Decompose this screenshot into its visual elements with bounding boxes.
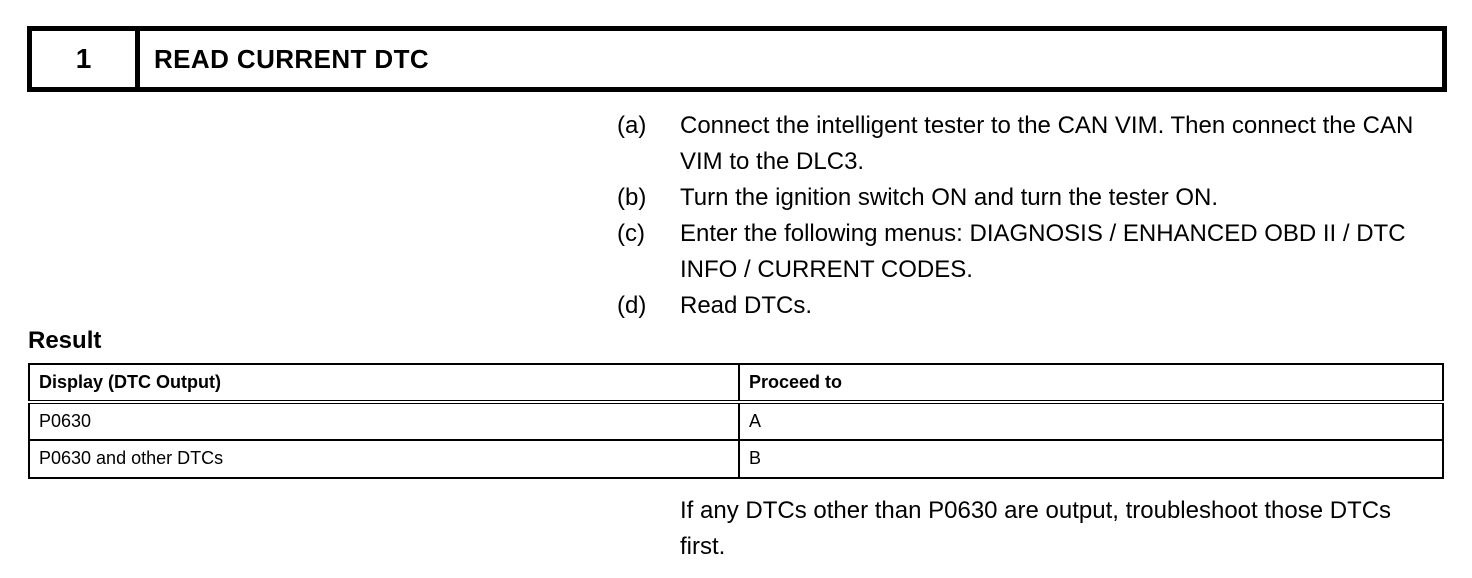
- table-row: P0630 and other DTCs B: [28, 439, 1444, 479]
- instruction-label-a: (a): [617, 112, 647, 139]
- cell-proceed-0: A: [738, 401, 1444, 441]
- result-table-container: Display (DTC Output) Proceed to P0630 A …: [28, 363, 1444, 479]
- cell-proceed-1: B: [738, 439, 1444, 479]
- instruction-label-c: (c): [617, 220, 645, 247]
- instruction-label-b: (b): [617, 184, 647, 211]
- instruction-text-b: Turn the ignition switch ON and turn the…: [680, 184, 1219, 211]
- instruction-text-d: Read DTCs.: [680, 292, 813, 319]
- instruction-text-c: Enter the following menus: DIAGNOSIS / E…: [680, 220, 1406, 283]
- result-heading: Result: [28, 327, 102, 354]
- instruction-item-d: (d) Read DTCs.: [617, 288, 1437, 324]
- table-row: P0630 A: [28, 401, 1444, 441]
- instruction-item-b: (b) Turn the ignition switch ON and turn…: [617, 180, 1437, 216]
- table-header-row: Display (DTC Output) Proceed to: [28, 363, 1444, 404]
- step-title: READ CURRENT DTC: [154, 43, 430, 74]
- cell-display-1: P0630 and other DTCs: [28, 439, 740, 479]
- result-table: Display (DTC Output) Proceed to P0630 A …: [28, 363, 1444, 479]
- footer-note: If any DTCs other than P0630 are output,…: [680, 497, 1392, 560]
- instruction-text-a: Connect the intelligent tester to the CA…: [680, 112, 1414, 175]
- column-header-display: Display (DTC Output): [28, 363, 740, 404]
- instruction-item-a: (a) Connect the intelligent tester to th…: [617, 108, 1437, 180]
- step-header-box: 1 READ CURRENT DTC: [27, 26, 1447, 92]
- cell-display-0: P0630: [28, 401, 740, 441]
- instruction-label-d: (d): [617, 292, 647, 319]
- instruction-item-c: (c) Enter the following menus: DIAGNOSIS…: [617, 216, 1437, 288]
- instruction-list: (a) Connect the intelligent tester to th…: [617, 108, 1437, 324]
- step-number: 1: [32, 31, 140, 87]
- column-header-proceed: Proceed to: [738, 363, 1444, 404]
